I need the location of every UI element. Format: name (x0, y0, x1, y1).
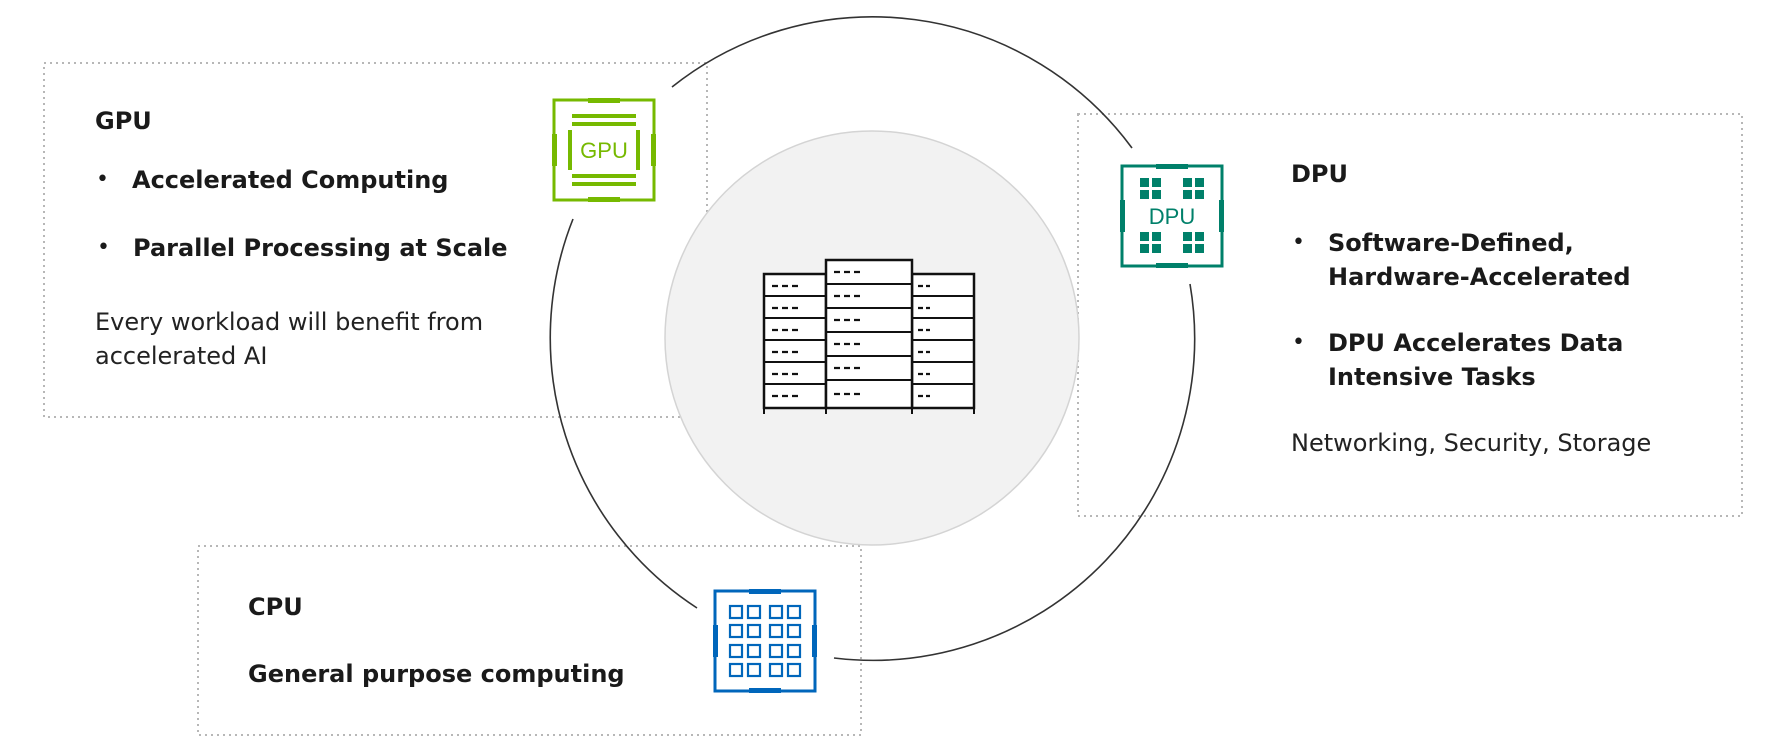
dpu-card: DPU • Software-Defined, Hardware-Acceler… (1078, 114, 1742, 516)
cpu-description: General purpose computing (248, 660, 625, 688)
gpu-description: Every workload will benefit from acceler… (95, 308, 484, 370)
dpu-chip-label: DPU (1149, 204, 1195, 229)
dpu-bullet-1-text: Software-Defined, Hardware-Accelerated (1328, 229, 1631, 291)
bullet-dot: • (97, 235, 110, 260)
ring-arc-right (833, 283, 1196, 662)
dpu-card-frame (1077, 113, 1743, 517)
cpu-card: CPU General purpose computing (198, 546, 861, 735)
cpu-chip-icon (713, 589, 817, 693)
dpu-bullet-1: • Software-Defined, Hardware-Accelerated (1292, 226, 1631, 294)
server-rack-icon (762, 258, 976, 414)
bullet-dot: • (1292, 330, 1305, 355)
gpu-title: GPU (95, 107, 152, 135)
gpu-chip-icon: GPU (552, 98, 656, 202)
bullet-dot: • (96, 167, 109, 192)
dpu-bullet-2: • DPU Accelerates Data Intensive Tasks (1292, 326, 1624, 394)
cpu-card-frame (197, 545, 862, 736)
cpu-title: CPU (248, 593, 303, 621)
gpu-bullet-1: • Accelerated Computing (96, 163, 449, 197)
dpu-bullet-2-text: DPU Accelerates Data Intensive Tasks (1328, 329, 1624, 391)
gpu-card: GPU • Accelerated Computing • Parallel P… (44, 63, 707, 417)
ring-arc-left (549, 218, 698, 609)
dpu-title: DPU (1291, 160, 1348, 188)
gpu-bullet-1-text: Accelerated Computing (132, 166, 449, 194)
gpu-chip-label: GPU (580, 138, 628, 163)
gpu-bullet-2-text: Parallel Processing at Scale (133, 234, 508, 262)
gpu-bullet-2: • Parallel Processing at Scale (97, 231, 508, 265)
ring-arc-top (671, 16, 1133, 149)
bullet-dot: • (1292, 230, 1305, 255)
dpu-chip-icon: DPU (1120, 164, 1224, 268)
dpu-description: Networking, Security, Storage (1291, 429, 1652, 457)
